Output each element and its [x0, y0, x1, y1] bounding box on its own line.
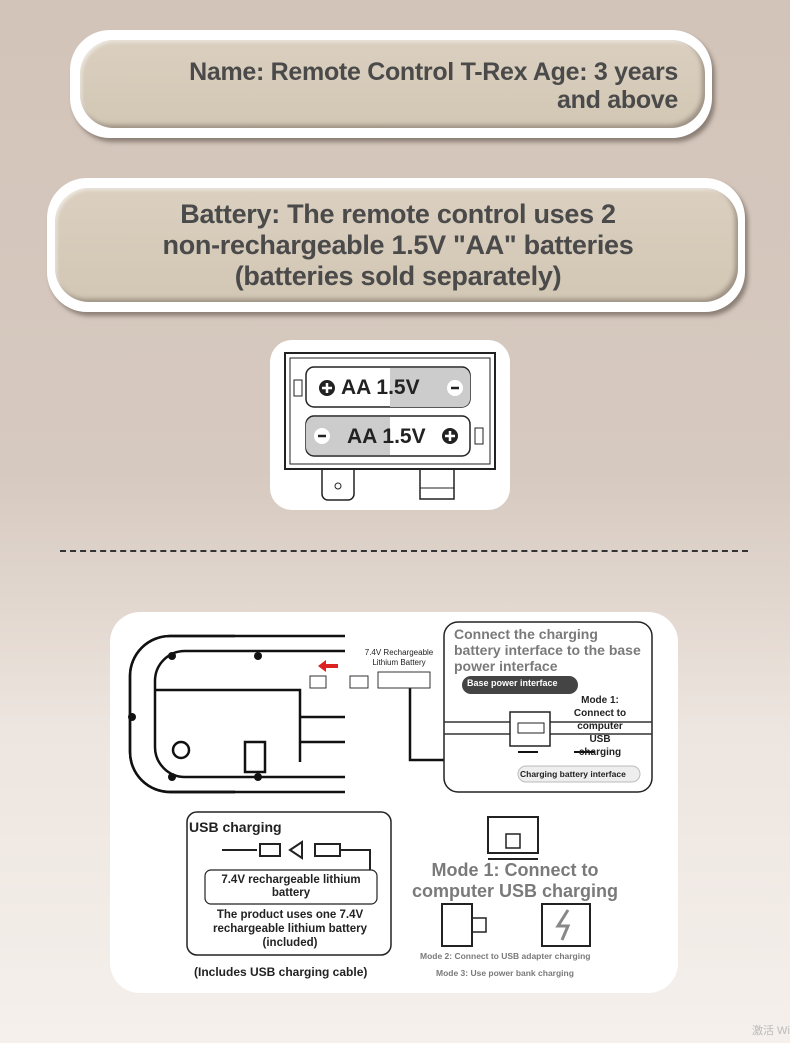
battery-holder-diagram [284, 352, 496, 501]
name-age-text: Name: Remote Control T-Rex Age: 3 years … [189, 58, 678, 114]
bottom-battery-label: AA 1.5V [347, 425, 426, 449]
battery-line-3: (batteries sold separately) [234, 261, 562, 291]
lithium-battery-box-label: 7.4V rechargeable lithium battery [221, 874, 361, 899]
base-power-interface-label: Base power interface [467, 678, 558, 688]
lithium-battery-label: 7.4V Rechargeable Lithium Battery [364, 648, 434, 667]
product-note: The product uses one 7.4V rechargeable l… [212, 909, 368, 949]
mode1-short-label: Mode 1: Connect to computer USB charging [573, 695, 627, 758]
name-banner-inner [80, 40, 705, 128]
age-line: and above [557, 86, 678, 114]
charging-card: 7.4V Rechargeable Lithium Battery Connec… [110, 612, 678, 993]
activation-watermark: 激活 Wi [752, 1025, 790, 1037]
section-divider [60, 550, 748, 552]
battery-line-1: Battery: The remote control uses 2 [180, 199, 616, 229]
bottom-battery-type: AA [347, 425, 377, 448]
mode3-label: Mode 3: Use power bank charging [436, 968, 574, 978]
cable-note: (Includes USB charging cable) [194, 965, 368, 979]
battery-banner-inner [55, 188, 738, 302]
battery-holder-card: AA 1.5V AA 1.5V [270, 340, 510, 510]
battery-text: Battery: The remote control uses 2 non-r… [55, 199, 741, 292]
connect-title: Connect the charging battery interface t… [454, 626, 641, 674]
charging-diagram [128, 621, 653, 956]
name-line: Name: Remote Control T-Rex Age: 3 years [189, 58, 678, 86]
mode2-label: Mode 2: Connect to USB adapter charging [420, 951, 591, 961]
battery-line-2: non-rechargeable 1.5V "AA" batteries [162, 230, 634, 260]
top-battery-label: AA 1.5V [341, 376, 420, 400]
top-battery-voltage: 1.5V [376, 376, 420, 399]
charging-battery-interface-label: Charging battery interface [520, 769, 626, 779]
top-battery-type: AA [341, 376, 371, 399]
mode1-label: Mode 1: Connect to computer USB charging [411, 860, 619, 901]
usb-charging-title: USB charging [189, 819, 282, 835]
bottom-battery-voltage: 1.5V [382, 425, 426, 448]
